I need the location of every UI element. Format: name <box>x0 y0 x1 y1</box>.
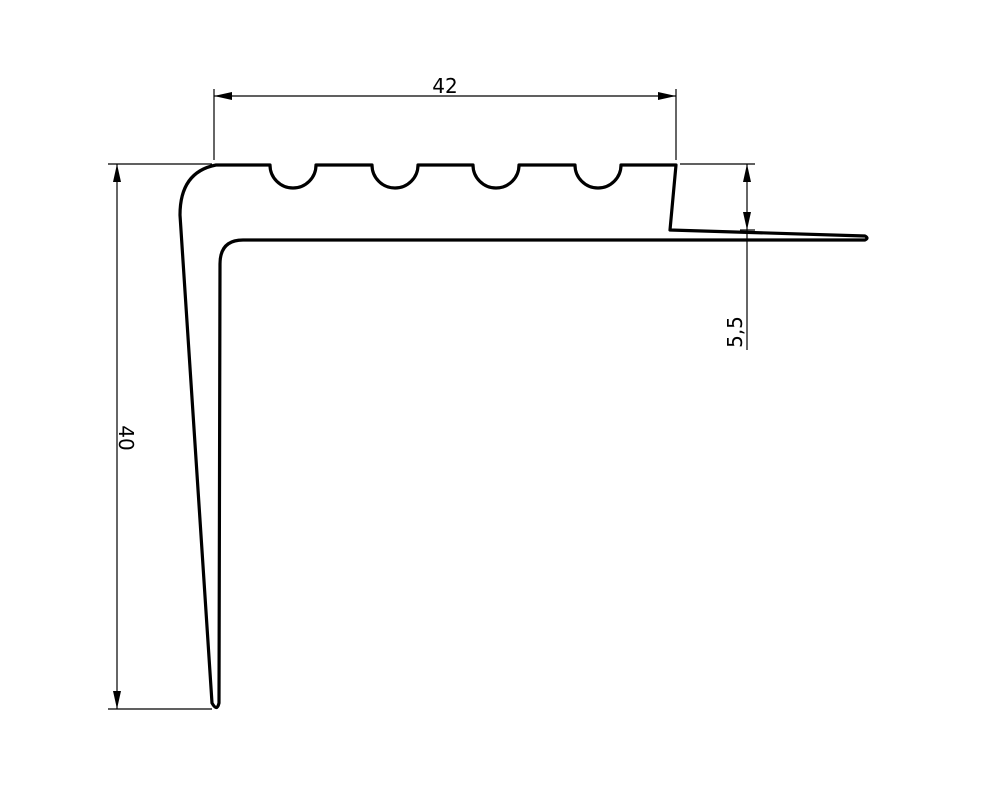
arrow-height-bottom <box>113 691 121 709</box>
profile-outline <box>178 163 869 710</box>
dimension-label-top-width: 42 <box>432 74 457 98</box>
arrow-top-right <box>658 92 676 100</box>
dimension-label-lip: 5,5 <box>723 316 747 348</box>
arrow-lip-bottom <box>743 212 751 230</box>
arrow-height-top <box>113 164 121 182</box>
dimension-label-height: 40 <box>114 425 138 450</box>
arrow-lip-top <box>743 164 751 182</box>
arrow-top-left <box>214 92 232 100</box>
